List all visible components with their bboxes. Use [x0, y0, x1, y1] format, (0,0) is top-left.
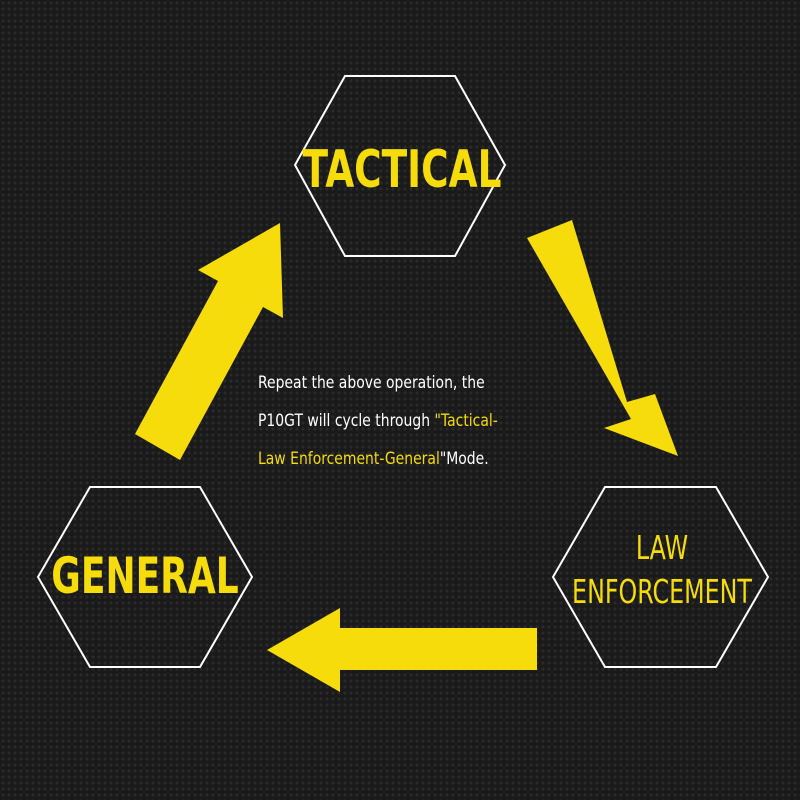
caption-line-1: Repeat the above operation, the	[258, 364, 537, 402]
hexagon-general	[36, 486, 254, 668]
caption-line-2-text: P10GT will cycle through	[258, 411, 435, 431]
arrow-general-to-tactical	[135, 223, 283, 460]
instruction-caption: Repeat the above operation, the P10GT wi…	[258, 364, 537, 478]
caption-line-3-highlight: Law Enforcement-General	[258, 449, 440, 469]
mode-label-tactical: TACTICAL	[302, 140, 502, 200]
caption-line-1-text: Repeat the above operation, the	[258, 373, 485, 393]
caption-line-2-highlight: "Tactical-	[434, 411, 498, 431]
caption-line-2: P10GT will cycle through "Tactical-	[258, 402, 537, 440]
arrow-law-enforcement-to-general	[267, 608, 537, 692]
mode-label-law-line2: ENFORCEMENT	[572, 572, 752, 611]
mode-label-general: GENERAL	[51, 547, 239, 605]
caption-line-3-text: "Mode.	[439, 449, 489, 469]
mode-label-law-line1: LAW	[635, 528, 689, 567]
arrow-tactical-to-law-enforcement	[527, 220, 678, 456]
mode-label-law-enforcement: LAW ENFORCEMENT	[554, 520, 770, 620]
caption-line-3: Law Enforcement-General"Mode.	[258, 440, 537, 478]
hexagon-law-enforcement	[551, 486, 770, 668]
hexagon-tactical	[293, 75, 507, 257]
